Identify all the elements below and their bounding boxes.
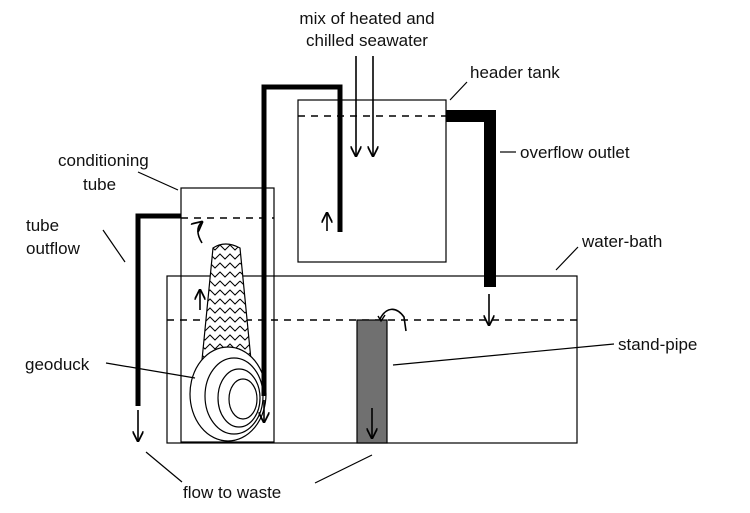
header-tank-label: header tank (470, 63, 560, 82)
tube-outflow-label-line1: tube (26, 216, 59, 235)
geoduck-leader (105, 362, 196, 379)
flow-to-waste-leader-right (314, 454, 373, 484)
inflow-label-line1: mix of heated and (299, 9, 434, 28)
header-tank-leader (449, 81, 468, 101)
supply-pipe (261, 84, 343, 396)
tube-outflow-leader (102, 229, 126, 263)
conditioning-curve-arrow (198, 222, 202, 244)
stand-pipe-label: stand-pipe (618, 335, 697, 354)
geoduck-label: geoduck (25, 355, 90, 374)
header-tank-box (297, 99, 447, 263)
conditioning-tube-label-line2: tube (83, 175, 116, 194)
inflow-label-line2: chilled seawater (306, 31, 428, 50)
overflow-outlet-pipe (446, 110, 496, 287)
geoduck-siphon (201, 243, 252, 361)
conditioning-tube-box (180, 187, 275, 443)
geoduck-shell (189, 346, 267, 442)
stand-pipe-leader (392, 343, 615, 366)
flow-to-waste-leader-left (145, 451, 183, 483)
tube-outflow-label-line2: outflow (26, 239, 81, 258)
flow-to-waste-label: flow to waste (183, 483, 281, 502)
conditioning-tube-label-line1: conditioning (58, 151, 149, 170)
water-bath-label: water-bath (581, 232, 662, 251)
water-bath-leader (555, 246, 579, 271)
tube-outflow-pipe (135, 213, 181, 406)
stand-pipe-overflow-arrow (379, 308, 407, 332)
conditioning-tube-leader (137, 171, 179, 191)
overflow-outlet-label: overflow outlet (520, 143, 630, 162)
